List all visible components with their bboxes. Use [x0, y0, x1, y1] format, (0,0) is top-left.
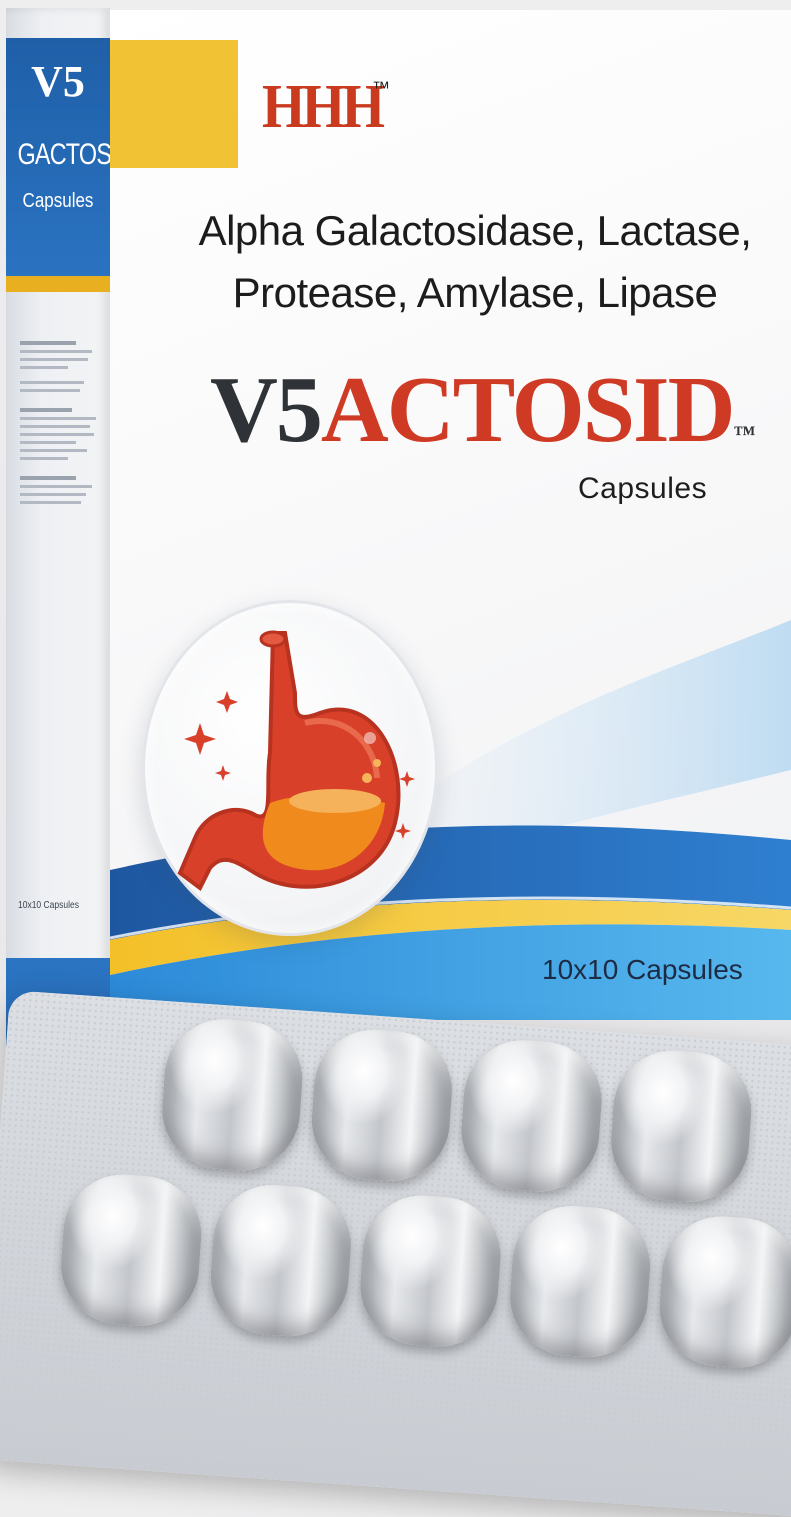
- side-pack-size: 10x10 Capsules: [18, 900, 79, 911]
- brand-name: V5ACTOSID™: [210, 358, 756, 462]
- capsule-pocket: [505, 1201, 655, 1362]
- brand-prefix: V5: [210, 358, 323, 462]
- brand-trademark: ™: [733, 421, 756, 446]
- side-product-name: GACTOSID: [17, 138, 133, 171]
- yellow-corner-block: [110, 40, 238, 168]
- company-logo: HHH: [262, 73, 385, 141]
- ingredients-text: Alpha Galactosidase, Lactase, Protease, …: [170, 200, 780, 324]
- capsule-pocket: [655, 1212, 791, 1372]
- dosage-form-label: Capsules: [578, 472, 708, 505]
- capsule-pocket: [356, 1191, 505, 1351]
- ingredients-line-2: Protease, Amylase, Lipase: [232, 269, 718, 316]
- capsule-pocket: [57, 1170, 206, 1330]
- capsule-pocket: [206, 1180, 355, 1341]
- blister-pack: [0, 990, 791, 1517]
- logo-trademark: ™: [372, 78, 390, 98]
- wave-cyan: [110, 924, 791, 1020]
- side-fine-print: [20, 338, 100, 509]
- capsule-pocket: [457, 1036, 606, 1196]
- sparkle-icon: [184, 691, 415, 839]
- stomach-badge: [142, 600, 438, 936]
- capsule-pocket: [307, 1025, 456, 1185]
- capsule-pocket: [158, 1015, 307, 1175]
- wave-white-line: [110, 896, 791, 940]
- side-v5-label: V5: [31, 57, 85, 106]
- stomach-icon: [177, 630, 401, 892]
- pack-size-label: 10x10 Capsules: [542, 954, 743, 985]
- side-yellow-stripe: [6, 276, 110, 292]
- side-capsules-label: Capsules: [22, 190, 94, 212]
- box-front-panel: HHH ™ Alpha Galactosidase, Lactase, Prot…: [110, 10, 791, 1020]
- capsule-pocket: [607, 1046, 756, 1206]
- blister-row-1: [158, 1015, 767, 1206]
- ingredients-line-1: Alpha Galactosidase, Lactase,: [198, 207, 752, 254]
- product-photo: V5 GACTOSID Capsules 10x10 Capsules: [0, 8, 791, 1517]
- side-blue-band: [6, 38, 110, 288]
- wave-light-blue: [370, 620, 791, 870]
- brand-main: ACTOSID: [320, 358, 736, 462]
